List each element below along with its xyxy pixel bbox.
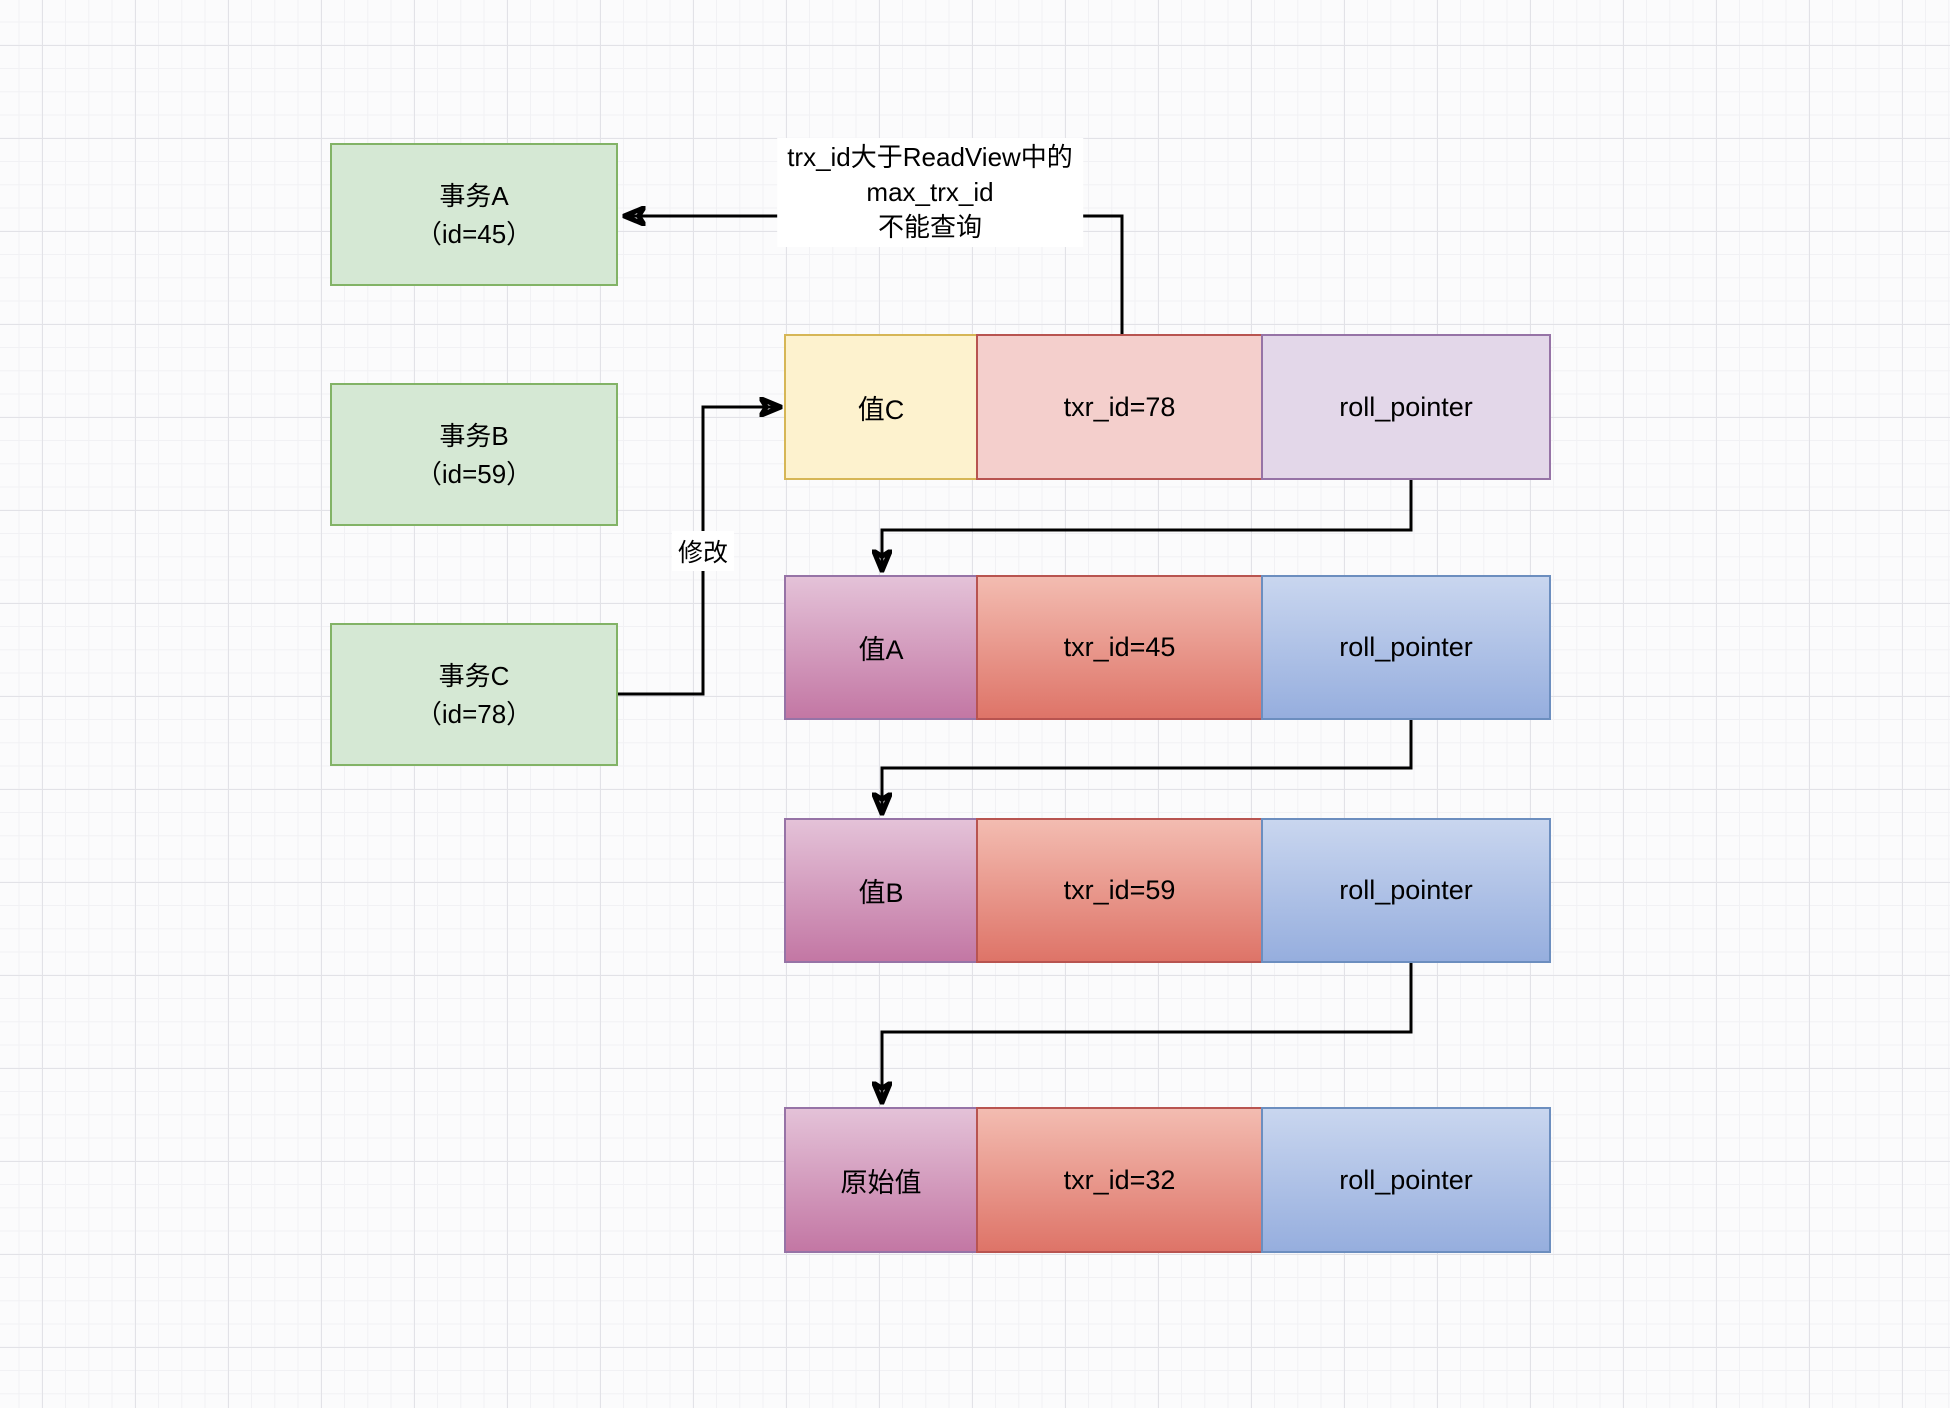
connector-row1-to-row2 [882, 480, 1413, 570]
value-cell: 原始值 [784, 1107, 978, 1253]
transaction-a-title: 事务A [439, 180, 509, 211]
trx-id-cell: txr_id=45 [975, 575, 1264, 720]
value-cell: 值C [784, 334, 978, 480]
roll-pointer-cell: roll_pointer [1261, 575, 1551, 720]
modify-edge-label: 修改 [671, 531, 735, 571]
value-cell: 值A [784, 575, 978, 720]
transaction-c-id: （id=78） [415, 698, 533, 729]
annotation-line-3: 不能查询 [877, 212, 982, 242]
readview-annotation: trx_id大于ReadView中的 max_trx_id 不能查询 [777, 138, 1083, 247]
transaction-c-box: 事务C （id=78） [330, 623, 618, 766]
version-row-b: 值B txr_id=59 roll_pointer [784, 818, 1556, 963]
roll-pointer-cell: roll_pointer [1261, 1107, 1551, 1253]
transaction-c-title: 事务C [438, 660, 510, 691]
transaction-a-box: 事务A （id=45） [330, 143, 618, 286]
annotation-line-1: trx_id大于ReadView中的 [787, 142, 1073, 172]
transaction-b-box: 事务B （id=59） [330, 383, 618, 526]
roll-pointer-cell: roll_pointer [1261, 334, 1551, 480]
version-row-a: 值A txr_id=45 roll_pointer [784, 575, 1556, 720]
connector-row2-to-row3 [882, 720, 1413, 813]
annotation-line-2: max_trx_id [866, 177, 994, 207]
version-row-original: 原始值 txr_id=32 roll_pointer [784, 1107, 1556, 1253]
transaction-a-id: （id=45） [415, 218, 533, 249]
roll-pointer-cell: roll_pointer [1261, 818, 1551, 963]
trx-id-cell: txr_id=32 [975, 1107, 1264, 1253]
trx-id-cell: txr_id=78 [975, 334, 1264, 480]
connector-row3-to-row4 [882, 963, 1413, 1102]
transaction-b-title: 事务B [439, 420, 509, 451]
version-row-current: 值C txr_id=78 roll_pointer [784, 334, 1556, 480]
trx-id-cell: txr_id=59 [975, 818, 1264, 963]
value-cell: 值B [784, 818, 978, 963]
transaction-b-id: （id=59） [415, 458, 533, 489]
